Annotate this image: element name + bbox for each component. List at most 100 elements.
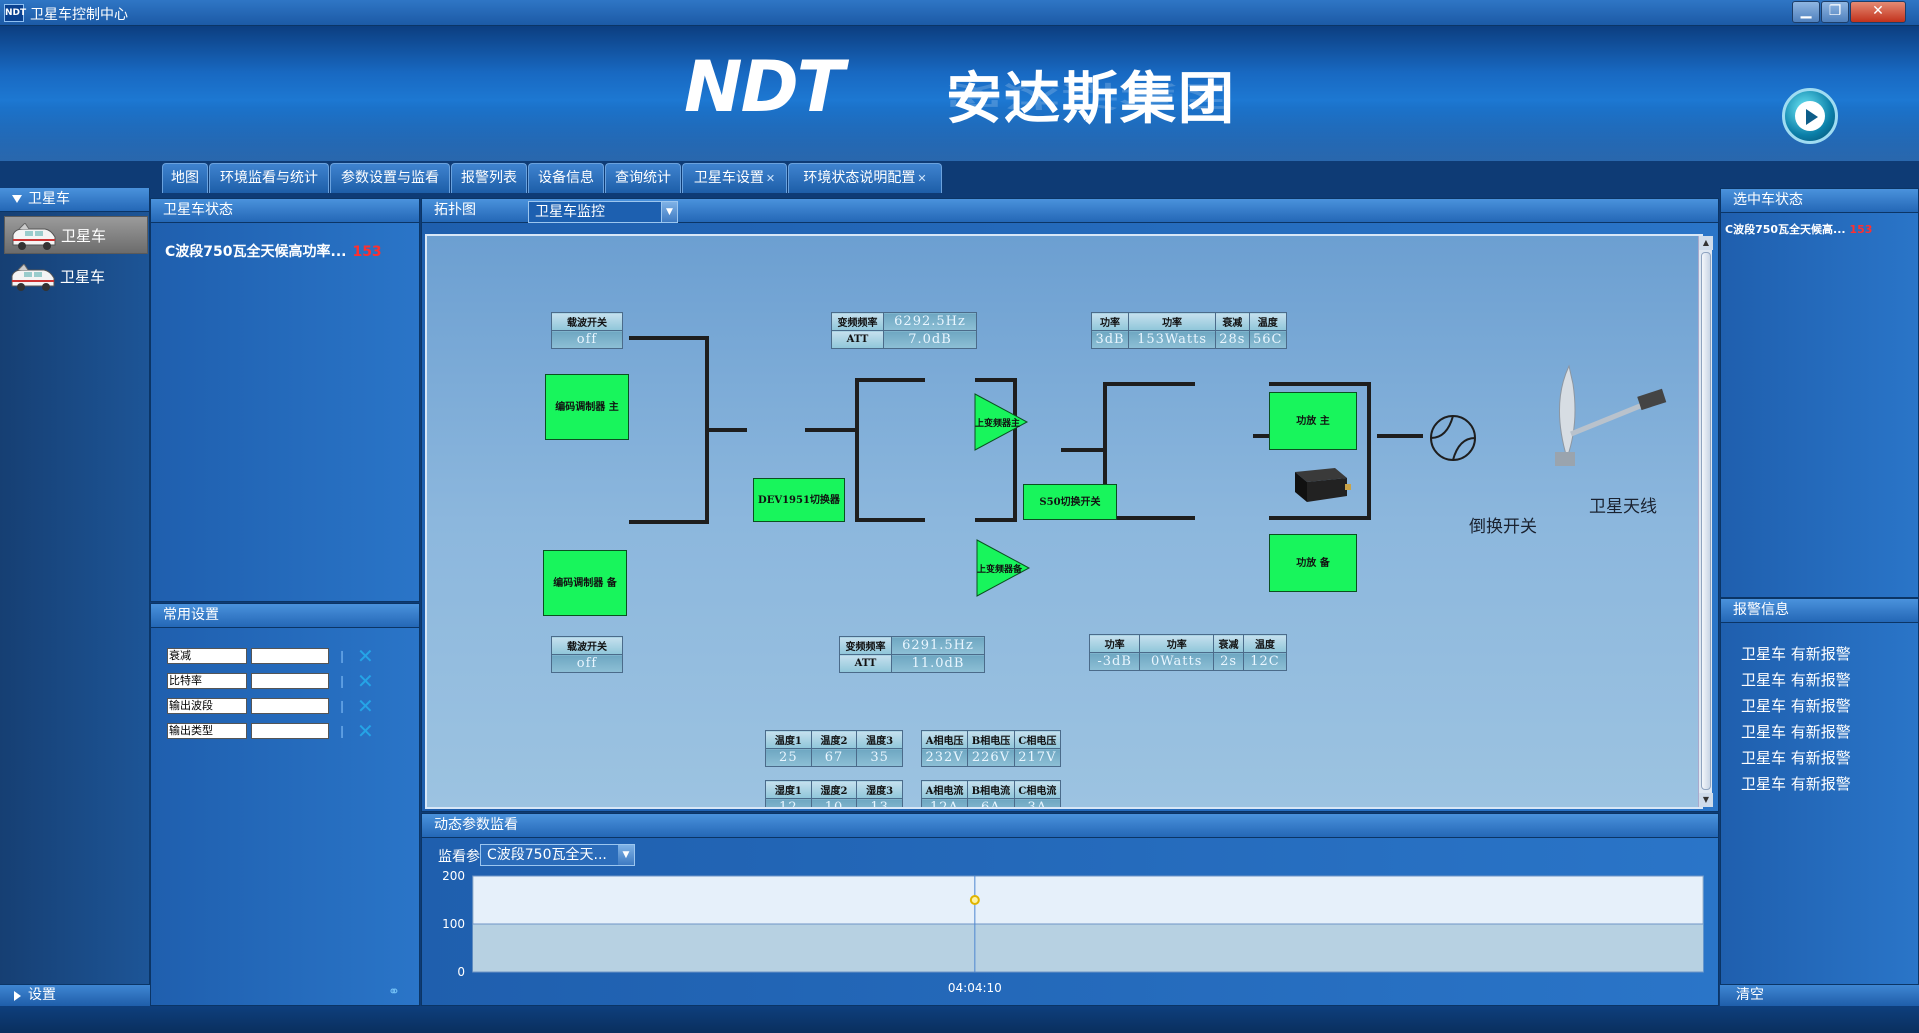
- upconverter-main-icon[interactable]: [973, 392, 1029, 452]
- wire: [1269, 382, 1369, 386]
- view-select[interactable]: 卫星车监控 ▼: [528, 201, 678, 223]
- tab-query-stats[interactable]: 查询统计: [605, 163, 681, 193]
- setting-input[interactable]: [251, 648, 329, 664]
- tab-env-status-config[interactable]: 环境状态说明配置✕: [788, 163, 942, 193]
- carrier-switch-header: 载波开关: [551, 312, 623, 331]
- amp-main-box[interactable]: 功放 主: [1269, 392, 1357, 450]
- clear-alarms-button[interactable]: 清空: [1720, 984, 1919, 1006]
- status-item[interactable]: C波段750瓦全天候高功率...153: [165, 241, 382, 261]
- tab-alarm-list[interactable]: 报警列表: [451, 163, 527, 193]
- sidebar-item-vehicle[interactable]: 卫星车: [4, 216, 148, 254]
- amp-header: 温度: [1248, 312, 1288, 331]
- dev-switch-box[interactable]: DEV1951切换器: [753, 478, 845, 522]
- sidebar-header[interactable]: 卫星车: [0, 188, 149, 212]
- play-button[interactable]: [1782, 88, 1838, 144]
- selected-status-item[interactable]: C波段750瓦全天候高... 153: [1725, 221, 1872, 237]
- carrier-switch-value[interactable]: off: [551, 654, 623, 673]
- sidebar-settings-toggle[interactable]: 设置: [0, 984, 150, 1006]
- encoder-backup-box[interactable]: 编码调制器 备: [543, 550, 627, 616]
- setting-input[interactable]: [251, 698, 329, 714]
- s50-switch-box[interactable]: S50切换开关: [1023, 484, 1117, 520]
- x-tick-label: 04:04:10: [948, 981, 1002, 995]
- wire: [1377, 434, 1423, 438]
- scroll-thumb[interactable]: [1701, 252, 1711, 790]
- tab-device-info[interactable]: 设备信息: [528, 163, 604, 193]
- tab-close-icon[interactable]: ✕: [765, 172, 776, 185]
- wire: [1269, 516, 1369, 520]
- alarm-panel: 报警信息 卫星车 有新报警 卫星车 有新报警 卫星车 有新报警 卫星车 有新报警…: [1720, 598, 1919, 1006]
- amp-backup-box[interactable]: 功放 备: [1269, 534, 1357, 592]
- att-value[interactable]: 11.0dB: [891, 654, 985, 673]
- alarm-item[interactable]: 卫星车 有新报警: [1741, 697, 1851, 715]
- pin-icon[interactable]: ❘: [337, 699, 348, 713]
- alarm-item[interactable]: 卫星车 有新报警: [1741, 723, 1851, 741]
- pin-icon[interactable]: ❘: [337, 674, 348, 688]
- curr-header: A相电流: [921, 780, 968, 799]
- alarm-item[interactable]: 卫星车 有新报警: [1741, 749, 1851, 767]
- diplexer-switch-icon[interactable]: [1427, 412, 1479, 464]
- tab-map[interactable]: 地图: [162, 163, 208, 193]
- amp-header: 功率: [1088, 634, 1141, 653]
- scroll-down-icon[interactable]: ▼: [1699, 793, 1713, 807]
- carrier-switch-value[interactable]: off: [551, 330, 623, 349]
- status-count-badge: 153: [352, 244, 382, 260]
- att-value[interactable]: 7.0dB: [883, 330, 977, 349]
- amp-header: 温度: [1242, 634, 1288, 653]
- pin-icon[interactable]: ❘: [337, 724, 348, 738]
- wire: [629, 520, 707, 524]
- close-button[interactable]: ✕: [1850, 1, 1906, 23]
- delete-icon[interactable]: ✕: [357, 669, 374, 693]
- humid-header: 湿度1: [765, 780, 812, 799]
- settings-label: 设置: [28, 987, 56, 1003]
- window-title: 卫星车控制中心: [30, 7, 128, 23]
- freq-value[interactable]: 6292.5Hz: [883, 312, 977, 331]
- company-name: 安达斯集团: [946, 67, 1236, 132]
- temp-value: 67: [810, 748, 858, 767]
- pin-icon[interactable]: ❘: [337, 649, 348, 663]
- carrier-switch-table: 载波开关 off: [551, 312, 623, 349]
- tab-label: 设备信息: [538, 170, 594, 186]
- freq-value[interactable]: 6291.5Hz: [891, 636, 985, 655]
- monitor-param-select[interactable]: C波段750瓦全天... ▼: [480, 844, 635, 866]
- freq-header: 变频频率: [831, 312, 884, 331]
- delete-icon[interactable]: ✕: [357, 719, 374, 743]
- alarm-item[interactable]: 卫星车 有新报警: [1741, 645, 1851, 663]
- upconverter-backup-icon[interactable]: [975, 538, 1031, 598]
- sidebar-title: 卫星车: [28, 191, 70, 207]
- tab-close-icon[interactable]: ✕: [917, 172, 927, 185]
- data-point[interactable]: [969, 895, 980, 905]
- tab-label: 查询统计: [615, 170, 671, 186]
- scroll-up-icon[interactable]: ▲: [1699, 236, 1713, 250]
- wire: [1103, 516, 1195, 520]
- sidebar-item-vehicle[interactable]: 卫星车: [4, 258, 148, 296]
- tab-param-settings[interactable]: 参数设置与监看: [330, 163, 450, 193]
- setting-input[interactable]: [251, 673, 329, 689]
- setting-input[interactable]: [251, 723, 329, 739]
- delete-icon[interactable]: ✕: [357, 644, 374, 668]
- vehicle-sidebar: 卫星车 卫星车 卫星车: [0, 188, 150, 1006]
- setting-label: 输出类型: [167, 723, 247, 739]
- humid-header: 湿度2: [810, 780, 858, 799]
- selected-vehicle-panel: 选中车状态 C波段750瓦全天候高... 153: [1720, 188, 1919, 598]
- maximize-button[interactable]: ❐: [1821, 1, 1849, 23]
- vertical-scrollbar[interactable]: ▲ ▼: [1698, 236, 1713, 807]
- encoder-main-box[interactable]: 编码调制器 主: [545, 374, 629, 440]
- delete-icon[interactable]: ✕: [357, 694, 374, 718]
- alarm-item[interactable]: 卫星车 有新报警: [1741, 671, 1851, 689]
- alarm-item[interactable]: 卫星车 有新报警: [1741, 775, 1851, 793]
- y-tick-label: 200: [442, 870, 465, 883]
- tab-vehicle-settings[interactable]: 卫星车设置✕: [682, 163, 787, 193]
- link-icon[interactable]: ⚭: [388, 984, 400, 1000]
- amp-value: 12C: [1242, 652, 1288, 671]
- tab-env-monitor[interactable]: 环境监看与统计: [209, 163, 329, 193]
- carrier-switch-table: 载波开关 off: [551, 636, 623, 673]
- amp-value: 0Watts: [1139, 652, 1215, 671]
- minimize-button[interactable]: ▁: [1792, 1, 1820, 23]
- humid-header: 湿度3: [856, 780, 903, 799]
